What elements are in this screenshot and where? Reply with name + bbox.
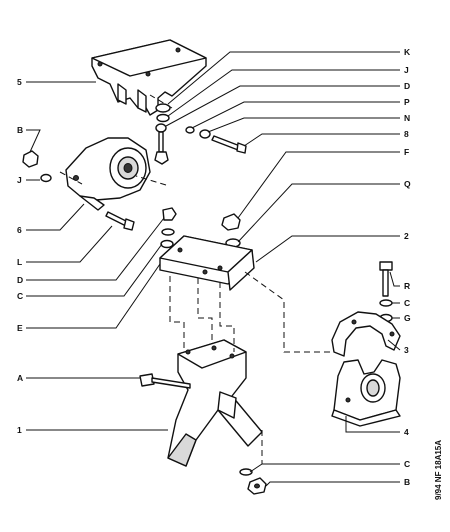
callout-labels-left: 5 B J 6 L D C E A 1 bbox=[17, 77, 23, 435]
label-F: F bbox=[404, 147, 409, 157]
clamp-housing-part-4 bbox=[331, 359, 401, 427]
leader-lines bbox=[26, 51, 401, 487]
label-8: 8 bbox=[404, 129, 409, 139]
long-bolt-A bbox=[139, 373, 191, 389]
label-K: K bbox=[404, 47, 411, 57]
label-C-bottom: C bbox=[404, 459, 410, 469]
label-L: L bbox=[17, 257, 22, 267]
label-3: 3 bbox=[404, 345, 409, 355]
label-G: G bbox=[404, 313, 411, 323]
upper-fasteners bbox=[154, 103, 247, 165]
reference-code: 9/94 NF 18A15A bbox=[434, 440, 443, 500]
label-R: R bbox=[404, 281, 410, 291]
label-P: P bbox=[404, 97, 410, 107]
label-C-right: C bbox=[404, 298, 410, 308]
label-B-left: B bbox=[17, 125, 23, 135]
label-B-bottom: B bbox=[404, 477, 410, 487]
label-C-left: C bbox=[17, 291, 23, 301]
label-5: 5 bbox=[17, 77, 22, 87]
clamp-upper-part-3 bbox=[331, 311, 401, 357]
label-Q: Q bbox=[404, 179, 411, 189]
label-D-left: D bbox=[17, 275, 23, 285]
main-support-part-1 bbox=[167, 339, 263, 467]
right-fasteners bbox=[379, 261, 393, 323]
left-fasteners bbox=[22, 150, 135, 231]
label-J-top: J bbox=[404, 65, 409, 75]
label-4: 4 bbox=[404, 427, 409, 437]
intermediate-bracket-part-2 bbox=[159, 235, 255, 291]
label-J-left: J bbox=[17, 175, 22, 185]
label-6: 6 bbox=[17, 225, 22, 235]
label-E: E bbox=[17, 323, 23, 333]
label-N: N bbox=[404, 113, 410, 123]
assembly-dashed-lines bbox=[59, 94, 332, 464]
label-1: 1 bbox=[17, 425, 22, 435]
middle-fasteners bbox=[160, 207, 241, 249]
label-2: 2 bbox=[404, 231, 409, 241]
upper-bracket-part-5 bbox=[91, 39, 207, 116]
callout-labels-right: K J D P N 8 F Q 2 R C G 3 4 C B bbox=[404, 47, 411, 487]
engine-mount-part-6 bbox=[65, 137, 151, 211]
bottom-fasteners bbox=[239, 468, 267, 495]
label-D-top: D bbox=[404, 81, 410, 91]
label-A: A bbox=[17, 373, 23, 383]
